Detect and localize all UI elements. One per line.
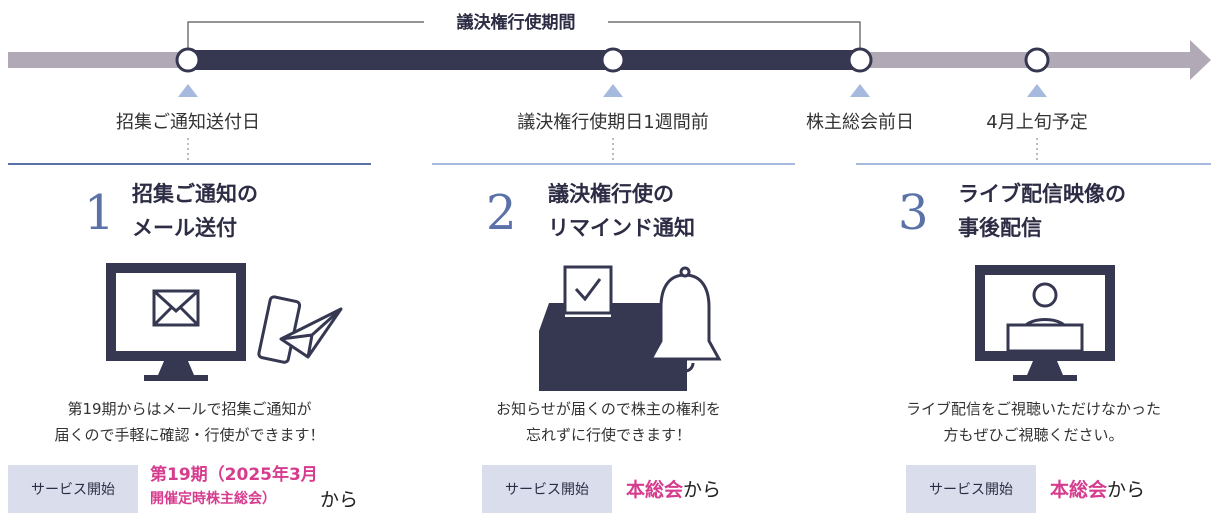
step-description: ライブ配信をご視聴いただけなかった 方もぜひご視聴ください。 (905, 400, 1161, 444)
step-title: ライブ配信映像の 事後配信 (958, 181, 1126, 240)
service-start-badge: サービス開始 (8, 465, 138, 513)
step-description: お知らせが届くので株主の権利を 忘れずに行使できます！ (496, 400, 721, 444)
timeline-arrowhead (1190, 40, 1211, 80)
step-description: 第19期からはメールで招集ご通知が 届くので手軽に確認・行使ができます！ (54, 400, 325, 444)
step-panel-3: 3 ライブ配信映像の 事後配信 ライブ配信をご視聴いただけなかった 方もぜひご視… (856, 163, 1211, 532)
ballot-box-bell-icon (539, 265, 722, 391)
milestone-label-notice-sent: 招集ご通知送付日 (116, 112, 260, 133)
milestone-marker-1 (175, 47, 201, 73)
monitor-mail-phone-plane-icon (106, 263, 343, 381)
milestone-pointer-3 (850, 84, 870, 97)
step-number: 1 (84, 185, 115, 241)
milestone-marker-3 (847, 47, 873, 73)
service-start-term: 第19期（2025年3月 (150, 465, 318, 485)
voting-period-bar (188, 50, 860, 70)
voting-period-bracket (187, 21, 861, 48)
step-title: 招集ご通知の メール送付 (132, 181, 258, 240)
step-number: 2 (486, 185, 517, 241)
monitor-person-icon (975, 265, 1115, 381)
service-start-from: から (320, 489, 359, 511)
step-title: 議決権行使の リマインド通知 (548, 181, 695, 240)
panel-divider (8, 163, 371, 165)
step-number: 3 (898, 185, 929, 241)
milestone-label-early-april: 4月上旬予定 (986, 112, 1088, 133)
timeline (8, 21, 1211, 162)
milestone-label-one-week-before: 議決権行使期日1週間前 (517, 112, 709, 133)
voting-period-label: 議決権行使期間 (424, 8, 608, 33)
step-panel-2: 2 議決権行使の リマインド通知 お知らせが届くので株主の権利を 忘れずに行使で… (432, 163, 795, 532)
service-start-value: 本総会から (1050, 479, 1146, 501)
service-start-meeting: 開催定時株主総会） (150, 491, 276, 507)
milestone-marker-4 (1024, 47, 1050, 73)
step-panel-1: 1 招集ご通知の メール送付 第19期からはメールで招集ご通知が 届くので手軽に… (8, 163, 371, 532)
milestone-pointer-2 (603, 84, 623, 97)
panel-divider (856, 163, 1211, 165)
milestone-marker-2 (600, 47, 626, 73)
milestone-pointer-4 (1027, 84, 1047, 97)
service-start-value: 本総会から (626, 479, 722, 501)
service-start-badge: サービス開始 (482, 465, 612, 513)
milestone-label-day-before-meeting: 株主総会前日 (806, 112, 914, 133)
panel-divider (432, 163, 795, 165)
milestone-pointer-1 (178, 84, 198, 97)
service-start-badge: サービス開始 (906, 465, 1036, 513)
